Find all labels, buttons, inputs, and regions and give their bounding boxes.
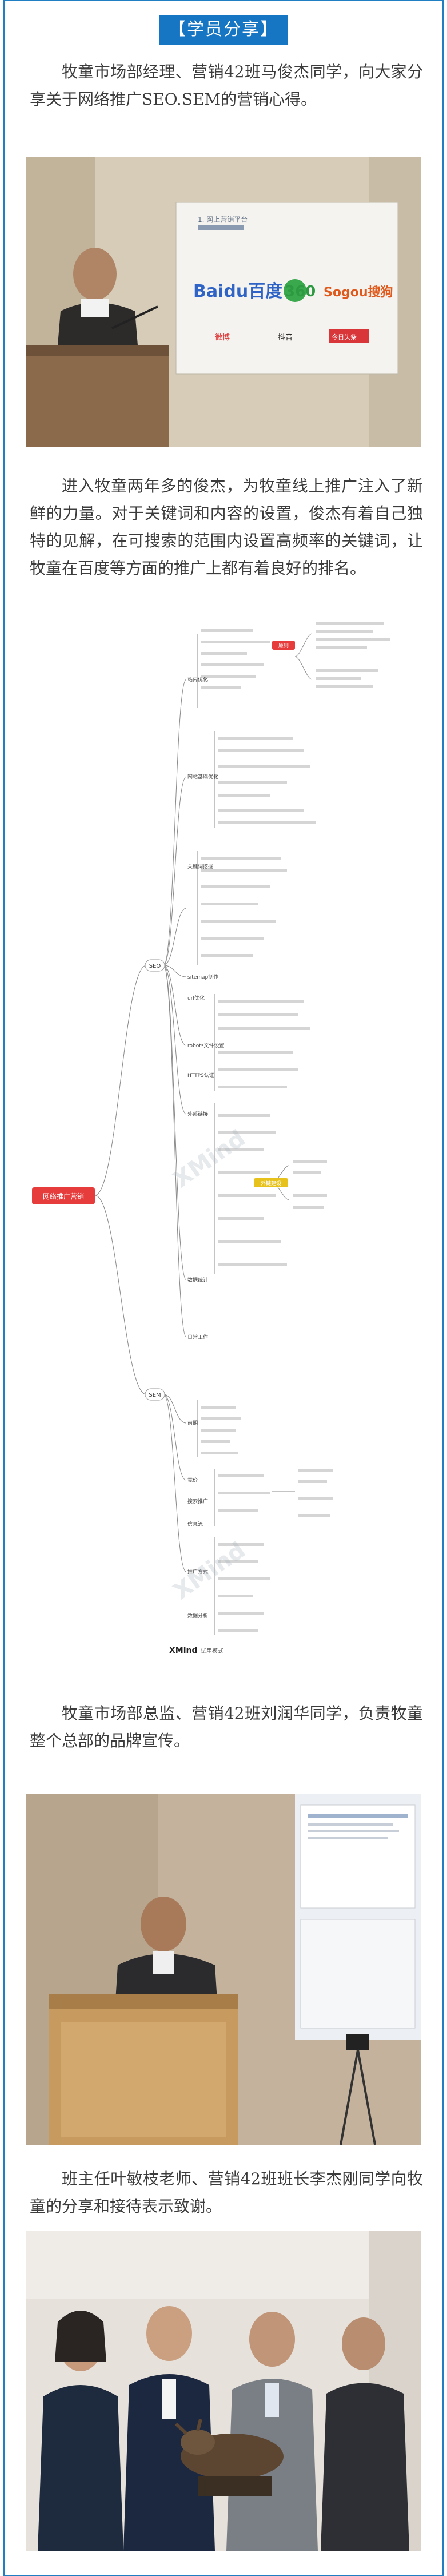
- photo-director-scene: [26, 1794, 421, 2145]
- mindmap-seo-group: HTTPS认证: [187, 1072, 214, 1079]
- mindmap-seo-sem: 网络推广营销 SEO SEM 原则 外链建设 站内优化 网站基础优化 关键词挖掘…: [26, 599, 421, 1660]
- photo-speaker-presentation: 1. 网上营销平台 Baidu百度 360 Sogou搜狗 微博 抖音 今日头条: [26, 157, 421, 447]
- mindmap-root-label: 网络推广营销: [43, 1192, 84, 1200]
- logo-360: 360: [285, 283, 316, 300]
- logo-douyin: 抖音: [278, 333, 293, 342]
- logo-baidu: Baidu百度: [193, 281, 282, 301]
- photo-group-trophy: [26, 2231, 421, 2551]
- mindmap-branch-seo: [145, 959, 165, 972]
- paragraph-director: 牧童市场部总监、营销42班刘润华同学，负责牧童整个总部的品牌宣传。: [30, 1704, 423, 1750]
- mindmap-seo-group: 网站基础优化: [187, 773, 218, 780]
- mindmap-highlight-links: [254, 1178, 288, 1187]
- slide-title: 1. 网上营销平台: [198, 215, 248, 224]
- mindmap-seo-group: 站内优化: [187, 676, 208, 683]
- logo-sogou: Sogou搜狗: [324, 285, 393, 300]
- mindmap-seo-group: 数据统计: [187, 1277, 208, 1283]
- mindmap-branch-seo-label: SEO: [149, 963, 161, 969]
- svg-text:XMind: XMind: [169, 1125, 250, 1193]
- photo-director-speech: [26, 1794, 421, 2145]
- mindmap-connectors: 网络推广营销 SEO SEM 原则 外链建设 站内优化 网站基础优化 关键词挖掘…: [32, 622, 390, 1655]
- logo-weibo: 微博: [215, 333, 230, 342]
- paragraph-thanks: 班主任叶敏枝老师、营销42班班长李杰刚同学向牧童的分享和接待表示致谢。: [30, 2169, 423, 2216]
- mindmap-root-node: [32, 1187, 95, 1204]
- mindmap-sem-group: 搜索推广: [187, 1498, 208, 1505]
- svg-text:外链建设: 外链建设: [261, 1180, 281, 1187]
- mindmap-sem-group: 推广方式: [187, 1568, 208, 1575]
- section-tag: 【学员分享】: [159, 15, 288, 45]
- mindmap-seo-group: 日常工作: [187, 1334, 208, 1341]
- xmind-trial-note: 试用模式: [201, 1647, 224, 1655]
- xmind-brand: XMind: [169, 1646, 198, 1655]
- mindmap-seo-group: 外部链接: [187, 1111, 208, 1118]
- mindmap-seo-group: 关键词挖掘: [187, 863, 213, 870]
- mindmap-sem-group: 前期: [187, 1420, 198, 1426]
- photo-group-scene: [26, 2231, 421, 2551]
- mindmap-sem-group: 数据分析: [187, 1612, 208, 1619]
- paragraph-intro: 牧童市场部经理、营销42班马俊杰同学，向大家分享关于网络推广SEO.SEM的营销…: [30, 62, 423, 109]
- mindmap-seo-group: url优化: [187, 995, 205, 1001]
- mindmap-seo-group: sitemap制作: [187, 973, 218, 980]
- logo-toutiao: 今日头条: [332, 333, 357, 341]
- mindmap-sem-group: 信息流: [187, 1521, 203, 1528]
- mindmap-branch-sem-label: SEM: [149, 1392, 161, 1398]
- svg-text:原则: 原则: [278, 642, 289, 649]
- mindmap-highlight-principle: [272, 641, 295, 650]
- mindmap-branch-sem: [145, 1388, 165, 1401]
- mindmap-sem-group: 竞价: [187, 1477, 198, 1484]
- mindmap-seo-group: robots文件设置: [187, 1042, 224, 1049]
- paragraph-profile: 进入牧童两年多的俊杰，为牧童线上推广注入了新鲜的力量。对于关键词和内容的设置，俊…: [30, 476, 423, 578]
- photo-speaker-scene: 1. 网上营销平台 Baidu百度 360 Sogou搜狗 微博 抖音 今日头条: [26, 157, 421, 447]
